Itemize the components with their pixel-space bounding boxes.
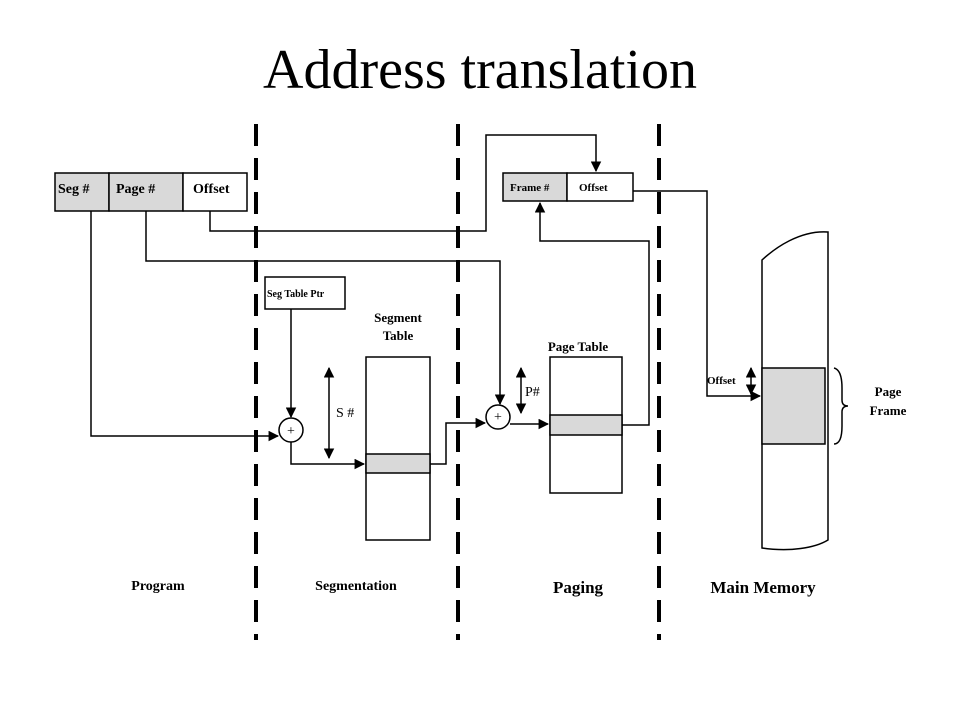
section-dividers (254, 124, 661, 640)
segment-table-entry (365, 453, 431, 474)
adder-paging-symbol: + (494, 410, 502, 425)
seg-number-field (54, 172, 110, 212)
section-segmentation: Segmentation (315, 579, 397, 594)
segment-table-title-1: Segment (374, 310, 422, 325)
page-number-label: Page # (116, 182, 155, 197)
page-frame (761, 367, 826, 445)
frame-number-field (502, 172, 568, 202)
adder-segmentation-symbol: + (287, 424, 295, 439)
offset-label: Offset (193, 182, 230, 197)
page-table-title: Page Table (548, 339, 609, 354)
seg-table-ptr-label: Seg Table Ptr (267, 289, 325, 300)
page-title: Address translation (263, 39, 697, 101)
offset-arrow (209, 134, 602, 232)
segment-table-title-2: Table (383, 328, 414, 343)
seg-number-arrow (90, 211, 280, 442)
section-program: Program (131, 579, 185, 594)
page-frame-brace (833, 367, 849, 445)
offset-field (182, 172, 248, 212)
s-number-label: S # (336, 406, 354, 421)
virtual-address: Seg # Page # Offset (54, 172, 248, 212)
section-main-memory: Main Memory (710, 578, 816, 597)
section-paging: Paging (553, 578, 604, 597)
segment-table (365, 356, 431, 541)
connectors (90, 134, 762, 470)
segment-to-adder-arrow (430, 417, 487, 465)
seg-table-ptr-box (264, 276, 346, 310)
page-table-entry (549, 414, 623, 436)
page-frame-label-2: Frame (870, 403, 907, 418)
frame-number-label: Frame # (510, 182, 550, 194)
frame-offset-field (566, 172, 634, 202)
physical-address: Frame # Offset (502, 172, 634, 202)
page-frame-label-1: Page (875, 384, 902, 399)
segment-lookup-arrow (290, 442, 366, 470)
seg-number-label: Seg # (58, 182, 90, 197)
page-number-arrow (145, 211, 506, 406)
p-number-label: P# (525, 385, 540, 400)
frame-offset-label: Offset (579, 182, 608, 194)
frame-to-memory-arrow (633, 190, 762, 402)
memory-offset-label: Offset (707, 375, 736, 387)
frame-number-arrow (534, 201, 650, 426)
